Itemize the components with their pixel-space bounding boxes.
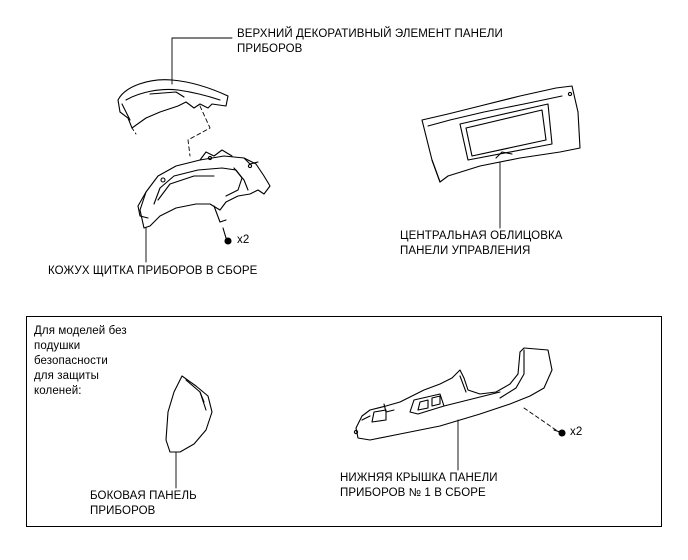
screw-quantity-top: x2 bbox=[237, 234, 250, 246]
center-bezel-label: ЦЕНТРАЛЬНАЯ ОБЛИЦОВКА ПАНЕЛИ УПРАВЛЕНИЯ bbox=[400, 230, 563, 257]
knee-airbag-variant-box bbox=[26, 316, 662, 527]
alignment-dashed-line bbox=[131, 127, 137, 135]
screw-quantity-bottom: x2 bbox=[570, 426, 583, 438]
screw-icon bbox=[222, 227, 232, 245]
upper-trim-label: ВЕРХНИЙ ДЕКОРАТИВНЫЙ ЭЛЕМЕНТ ПАНЕЛИ ПРИБ… bbox=[237, 28, 503, 55]
alignment-dashed-line bbox=[187, 105, 211, 157]
cluster-housing-part bbox=[137, 149, 271, 229]
lower-cover-part bbox=[353, 347, 553, 441]
cluster-housing-label: КОЖУХ ЩИТКА ПРИБОРОВ В СБОРЕ bbox=[48, 265, 258, 277]
center-bezel-part bbox=[421, 85, 581, 183]
variant-note: Для моделей без подушки безопасности для… bbox=[34, 325, 127, 397]
lower-cover-label: НИЖНЯЯ КРЫШКА ПАНЕЛИ ПРИБОРОВ № 1 В СБОР… bbox=[340, 472, 498, 499]
screw-icon bbox=[553, 429, 566, 437]
side-panel-part bbox=[165, 375, 213, 453]
upper-trim-part bbox=[117, 79, 229, 129]
side-panel-label: БОКОВАЯ ПАНЕЛЬ ПРИБОРОВ bbox=[90, 490, 197, 517]
alignment-dashed-line bbox=[523, 407, 557, 431]
leader-line bbox=[171, 37, 233, 85]
